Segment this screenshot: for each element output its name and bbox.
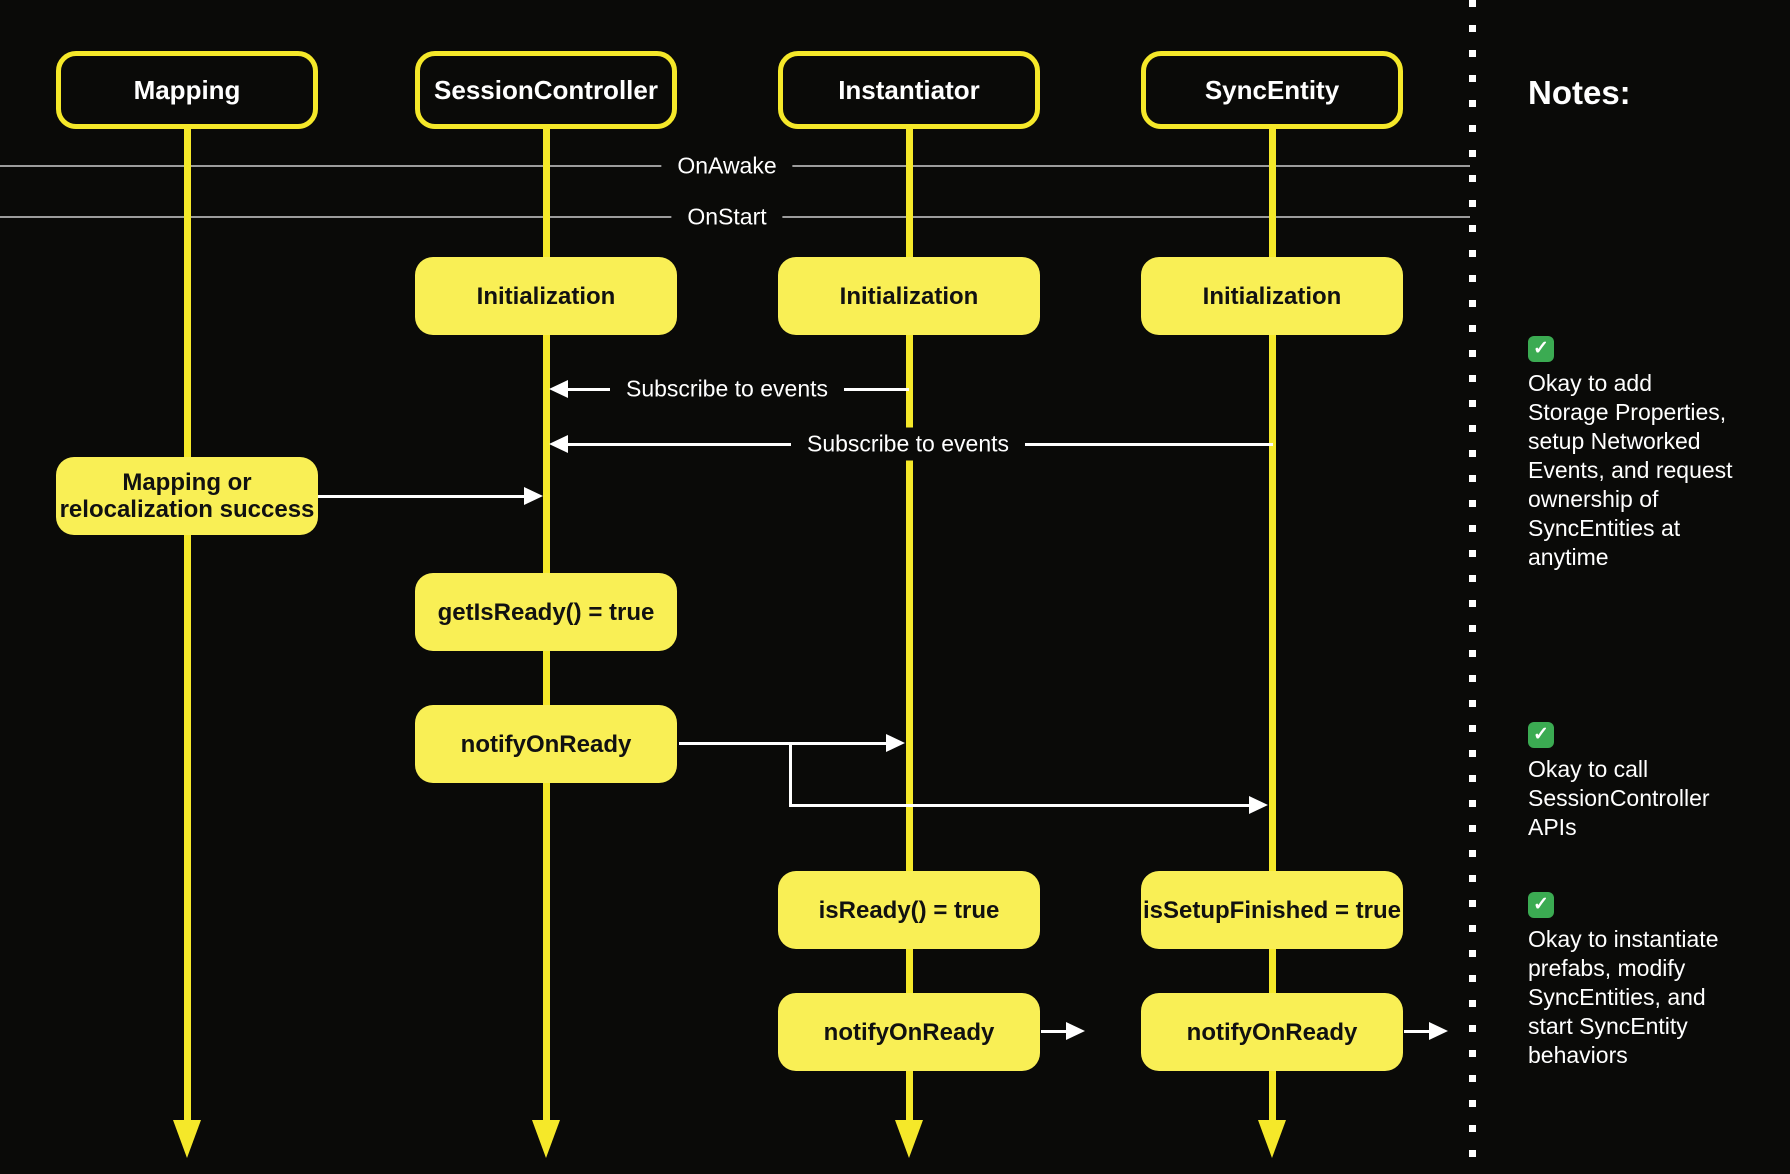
lane-header-label: SessionController	[434, 74, 658, 105]
lane-header-label: Mapping	[133, 74, 241, 105]
arrow-down-icon	[173, 1120, 201, 1158]
note-item: ✓ Okay to instantiate prefabs, modify Sy…	[1528, 892, 1790, 1070]
arrow-line-notify-to-syncentity	[789, 804, 1251, 807]
arrow-right-icon	[1429, 1022, 1448, 1040]
lane-header-mapping: Mapping	[56, 51, 318, 129]
arrow-down-icon	[532, 1120, 560, 1158]
phase-label-onawake: OnAwake	[661, 149, 793, 183]
lane-header-label: SyncEntity	[1204, 74, 1340, 105]
lifeline-instantiator	[905, 125, 913, 1120]
arrow-left-icon	[549, 435, 568, 453]
arrow-line-notify-branch-drop	[789, 742, 792, 806]
box-initialization-session-controller: Initialization	[415, 257, 677, 335]
arrow-label-subscribe-instantiator: Subscribe to events	[609, 372, 845, 406]
box-initialization-instantiator: Initialization	[778, 257, 1040, 335]
dotted-divider	[1469, 0, 1476, 1174]
box-notify-on-ready-sync-entity: notifyOnReady	[1141, 993, 1403, 1071]
arrow-line-notify-out-instantiator	[1041, 1030, 1069, 1033]
lifeline-mapping	[183, 125, 191, 1120]
box-initialization-sync-entity: Initialization	[1141, 257, 1403, 335]
check-mark-icon: ✓	[1528, 336, 1554, 362]
box-label: notifyOnReady	[1186, 1018, 1358, 1046]
arrow-down-icon	[895, 1120, 923, 1158]
box-label: notifyOnReady	[823, 1018, 995, 1046]
note-item: ✓ Okay to call SessionController APIs	[1528, 722, 1790, 842]
lane-header-sync-entity: SyncEntity	[1141, 51, 1403, 129]
phase-label-onstart: OnStart	[671, 200, 783, 234]
box-label: isReady() = true	[818, 896, 1000, 924]
note-text: Okay to call SessionController APIs	[1528, 756, 1710, 840]
check-mark-icon: ✓	[1528, 722, 1554, 748]
lifeline-sync-entity	[1268, 125, 1276, 1120]
arrow-right-icon	[1066, 1022, 1085, 1040]
box-notify-on-ready-session-controller: notifyOnReady	[415, 705, 677, 783]
arrow-line-notify-to-instantiator	[679, 742, 889, 745]
arrow-line-notify-out-sync-entity	[1404, 1030, 1432, 1033]
box-is-setup-finished: isSetupFinished = true	[1141, 871, 1403, 949]
box-label: Initialization	[839, 282, 979, 310]
box-notify-on-ready-instantiator: notifyOnReady	[778, 993, 1040, 1071]
arrow-right-icon	[524, 487, 543, 505]
arrow-left-icon	[549, 380, 568, 398]
arrow-line-mapping-success	[318, 495, 528, 498]
arrow-right-icon	[886, 734, 905, 752]
box-is-ready: isReady() = true	[778, 871, 1040, 949]
lane-header-session-controller: SessionController	[415, 51, 677, 129]
lane-header-instantiator: Instantiator	[778, 51, 1040, 129]
box-label: notifyOnReady	[460, 730, 632, 758]
note-text: Okay to instantiate prefabs, modify Sync…	[1528, 926, 1719, 1068]
box-label: Initialization	[1202, 282, 1342, 310]
arrow-down-icon	[1258, 1120, 1286, 1158]
arrow-right-icon	[1249, 796, 1268, 814]
box-mapping-success: Mapping or relocalization success	[56, 457, 318, 535]
lane-header-label: Instantiator	[838, 74, 980, 105]
box-label: Initialization	[476, 282, 616, 310]
note-item: ✓ Okay to add Storage Properties, setup …	[1528, 336, 1790, 572]
box-get-is-ready: getIsReady() = true	[415, 573, 677, 651]
box-label: Mapping or relocalization success	[59, 469, 315, 523]
box-label: isSetupFinished = true	[1142, 896, 1402, 924]
notes-title: Notes:	[1528, 74, 1631, 111]
box-label: getIsReady() = true	[437, 598, 655, 626]
note-text: Okay to add Storage Properties, setup Ne…	[1528, 370, 1733, 570]
arrow-label-subscribe-syncentity: Subscribe to events	[790, 427, 1026, 461]
check-mark-icon: ✓	[1528, 892, 1554, 918]
